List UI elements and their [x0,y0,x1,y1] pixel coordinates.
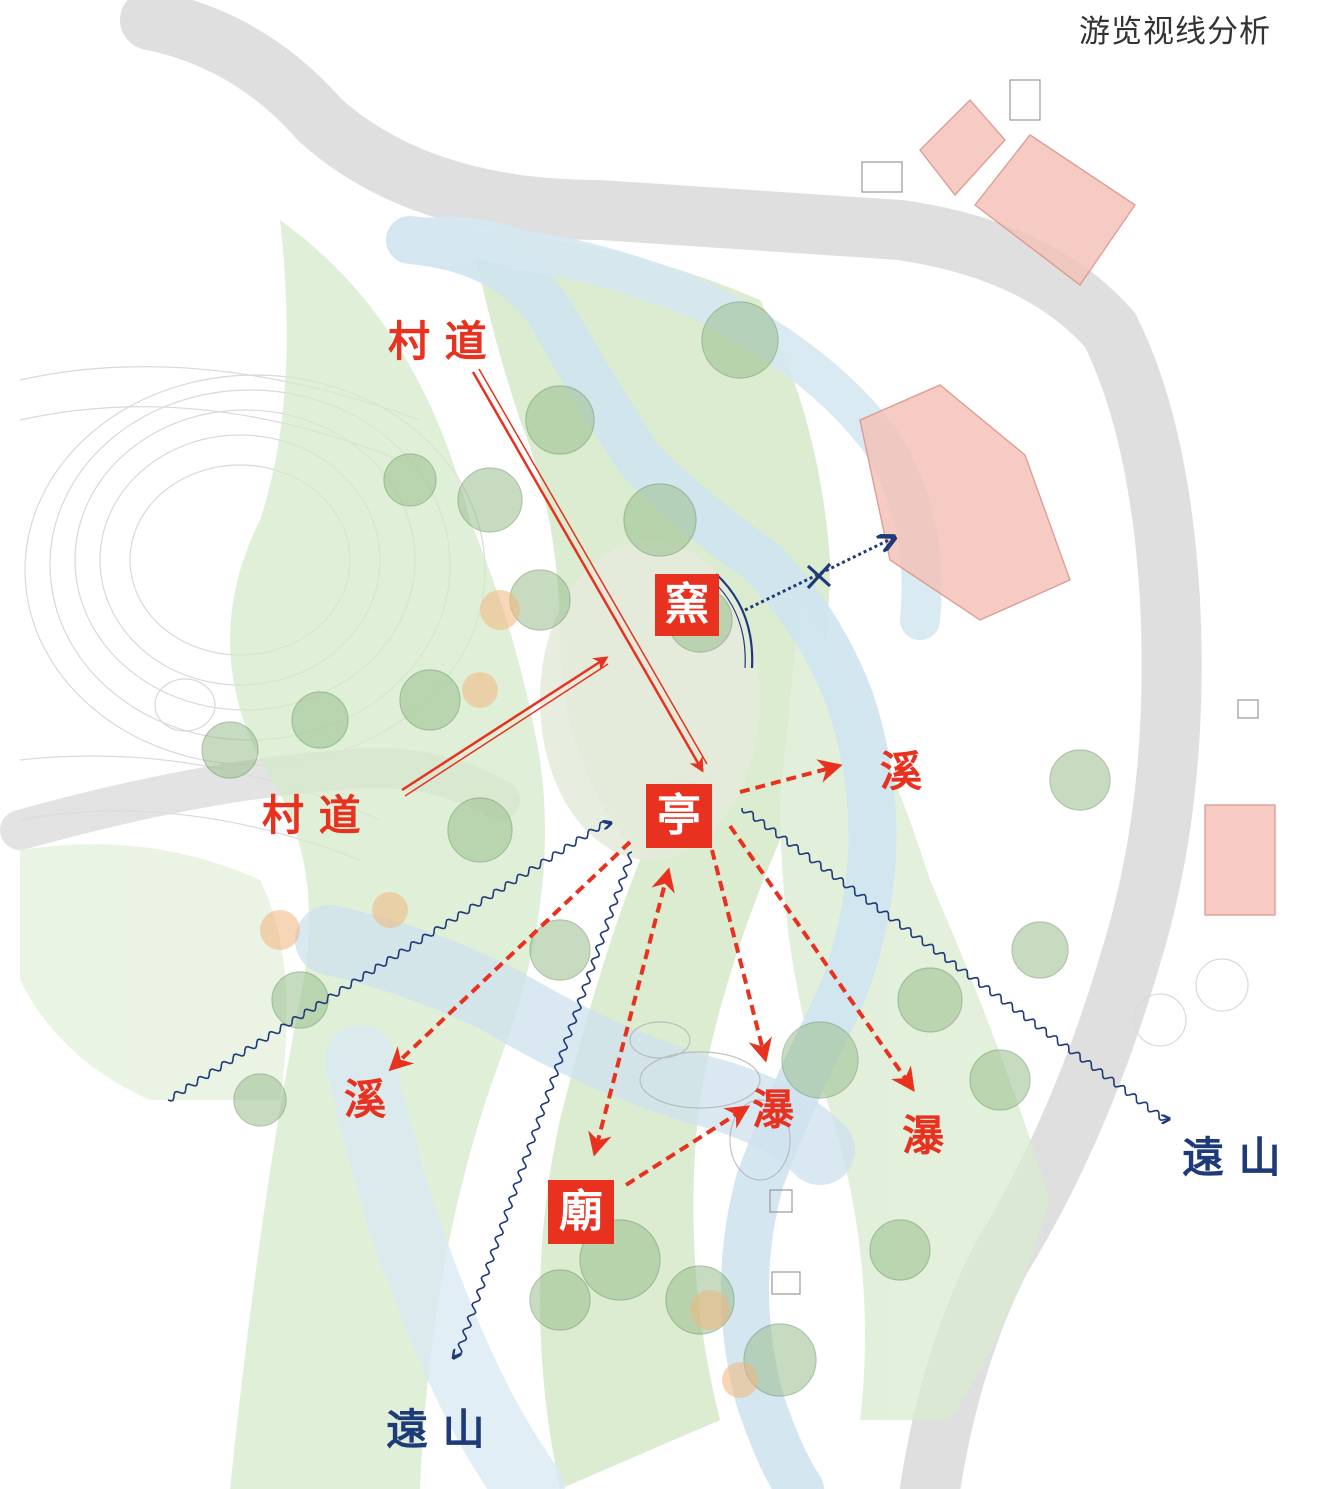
autumn-trees [260,590,758,1398]
sightline-road-left-to-kiln-double [404,663,609,797]
sightline-pavilion-to-waterfall-right [728,824,915,1092]
stream-lower-channel [325,1025,565,1489]
label-stream-right: 溪 [880,747,923,796]
sightline-far-mountain-west [167,822,611,1102]
sightline-temple-to-waterfall [624,1105,751,1187]
sightline-far-mountain-bottom [454,851,633,1358]
buildings [859,98,1276,916]
kiln-view-arc-inner [711,579,746,669]
pavilion-dashed-sightlines [388,759,915,1187]
sightline-road-top-to-pavilion [471,371,704,773]
label-waterfall-center: 瀑 [752,1085,795,1134]
small-structures [769,79,1259,1295]
kiln-view-arc [715,573,754,669]
blocked-cross-icon [806,562,832,590]
sightline-road-top-to-pavilion-double [478,368,708,765]
node-temple: 廟 [548,1180,614,1244]
stream-lower-west [295,905,855,1185]
label-stream-left: 溪 [344,1075,387,1124]
sightline-pavilion-to-stream-right [739,759,843,794]
sightline-far-mountain-right [741,807,1169,1120]
sightline-road-left-to-kiln [401,656,609,792]
label-waterfall-right: 瀑 [902,1111,945,1160]
node-pavilion: 亭 [646,784,712,848]
label-far-mountain-right: 遠 山 [1182,1133,1281,1182]
diagram-title: 游览视线分析 [1079,14,1271,50]
sightline-pavilion-to-temple [588,867,675,1157]
main-road [120,0,1202,1489]
sightline-pavilion-to-waterfall-center [710,849,772,1063]
stream [386,216,897,1489]
trees [201,301,1111,1397]
label-village-road-left: 村 道 [262,791,361,840]
label-village-road-top: 村 道 [388,317,487,366]
node-kiln: 窯 [655,574,719,636]
label-far-mountain-bottom: 遠 山 [386,1405,485,1454]
